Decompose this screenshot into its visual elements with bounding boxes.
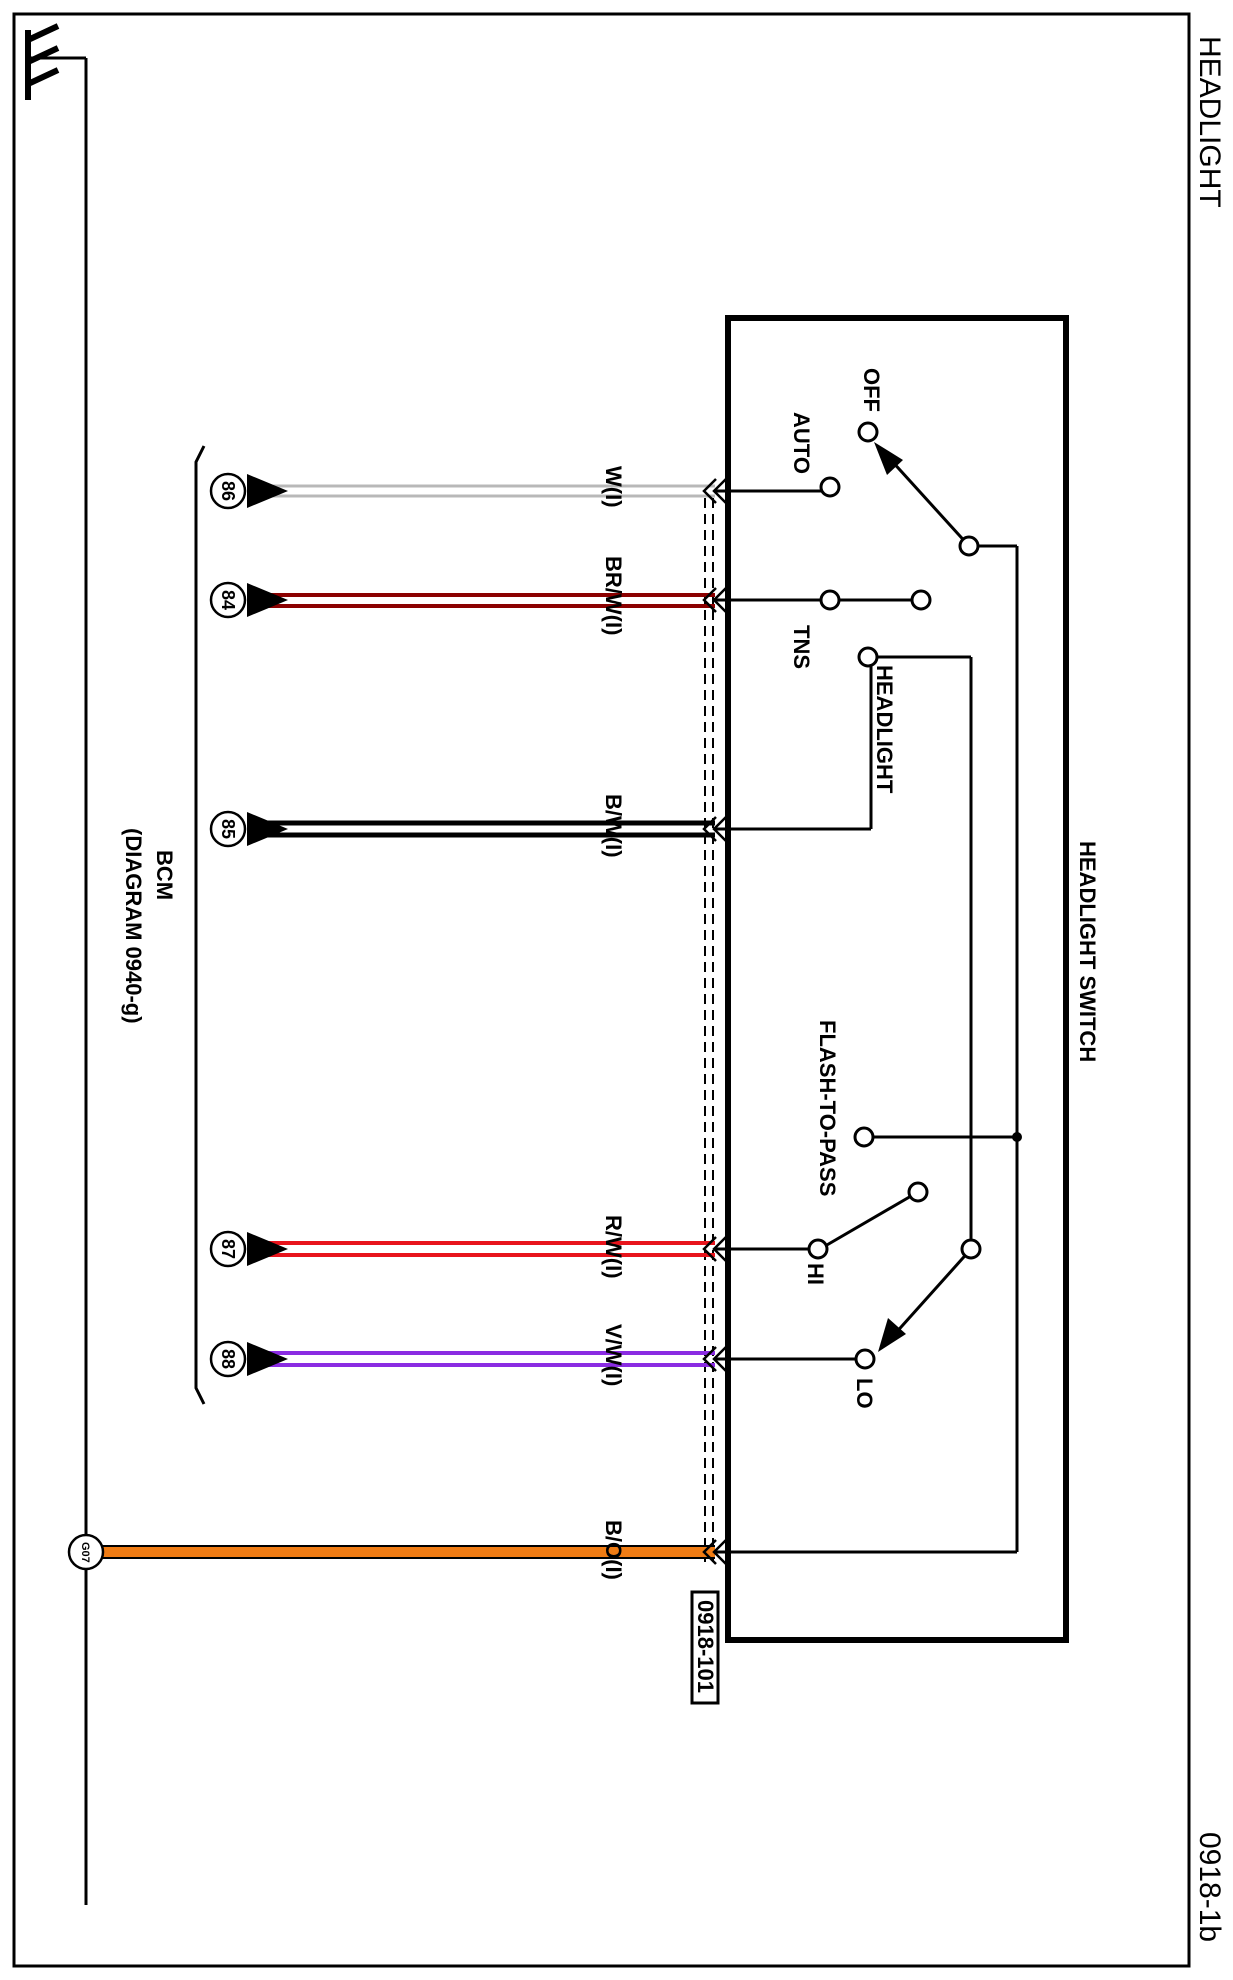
pin-circle-88: [209, 1340, 247, 1378]
pin-circle-87: [209, 1230, 247, 1268]
contact-hi: [807, 1238, 829, 1260]
contact-off: [857, 421, 879, 443]
wire-w: [263, 484, 830, 498]
terminal-arrow-icon: [247, 474, 288, 508]
pin-circle-86: [209, 472, 247, 510]
junction-dot: [1012, 1132, 1022, 1142]
contact-lo: [854, 1348, 876, 1370]
pin-circle-84: [209, 581, 247, 619]
contact-pivot-bottom: [960, 1238, 982, 1260]
page-number: 0918-1b: [1193, 1832, 1226, 1942]
terminal-arrow-icon: [247, 812, 288, 846]
contact-flash-to-pass: [853, 1126, 875, 1148]
wire-label-r-w: R/W(I): [601, 1215, 626, 1279]
wire-label-br-w: BR/W(I): [601, 556, 626, 635]
switch-label: HEADLIGHT SWITCH: [1075, 841, 1100, 1062]
page-title: HEADLIGHT: [1193, 36, 1226, 208]
label-headlight: HEADLIGHT: [872, 665, 897, 794]
ground-bus: [25, 23, 88, 1905]
label-off: OFF: [859, 368, 884, 412]
pin-84: 84: [218, 590, 238, 610]
contact-pivot-top: [958, 535, 980, 557]
connector-chevrons: [702, 478, 727, 1565]
contact-tns-2: [910, 589, 932, 611]
ground-id: G07: [79, 1542, 91, 1563]
bcm-reference: (DIAGRAM 0940-g): [121, 828, 146, 1024]
off-arrow-icon: [874, 442, 903, 475]
ground-symbol-icon: [25, 23, 60, 100]
pin-85: 85: [218, 819, 238, 839]
wire-b-w: [263, 657, 873, 838]
label-tns: TNS: [789, 625, 814, 669]
contact-auto: [819, 476, 841, 498]
connector-label: 0918-101: [693, 1600, 718, 1693]
wire-label-v-w: V/W(I): [601, 1324, 626, 1386]
wire-label-b-o: B/O(I): [601, 1520, 626, 1580]
contact-headlight: [857, 646, 879, 668]
pin-circle-85: [209, 810, 247, 848]
page-frame: [12, 12, 1191, 1968]
wire-b-o: [98, 1545, 1017, 1559]
wire-v-w: [263, 1351, 865, 1367]
terminal-arrow-icon: [247, 1342, 288, 1376]
bcm-bracket: [194, 445, 206, 1405]
pin-86: 86: [218, 481, 238, 501]
lo-arrow-icon: [878, 1318, 906, 1352]
wire-r-w: [263, 1241, 820, 1257]
contact-tns: [819, 589, 841, 611]
bcm-terminals: [209, 472, 288, 1378]
terminal-arrow-icon: [247, 1232, 288, 1266]
switch-contacts: [807, 421, 982, 1370]
contact-hi-2: [907, 1181, 929, 1203]
switch-internal-wiring: [819, 446, 1019, 1552]
wire-label-b-w: B/W(I): [601, 794, 626, 858]
wire-label-w: W(I): [601, 466, 626, 508]
terminal-arrow-icon: [247, 583, 288, 617]
headlight-switch-box: [725, 315, 1069, 1643]
label-lo: LO: [852, 1378, 877, 1409]
pin-88: 88: [218, 1349, 238, 1369]
ground-point-g07: [67, 1533, 105, 1571]
label-auto: AUTO: [789, 412, 814, 474]
bcm-label: BCM: [152, 850, 177, 900]
pin-87: 87: [218, 1239, 238, 1259]
label-hi: HI: [803, 1263, 828, 1285]
connector-label-box: [690, 1590, 720, 1705]
label-flash-to-pass: FLASH-TO-PASS: [815, 1020, 840, 1196]
